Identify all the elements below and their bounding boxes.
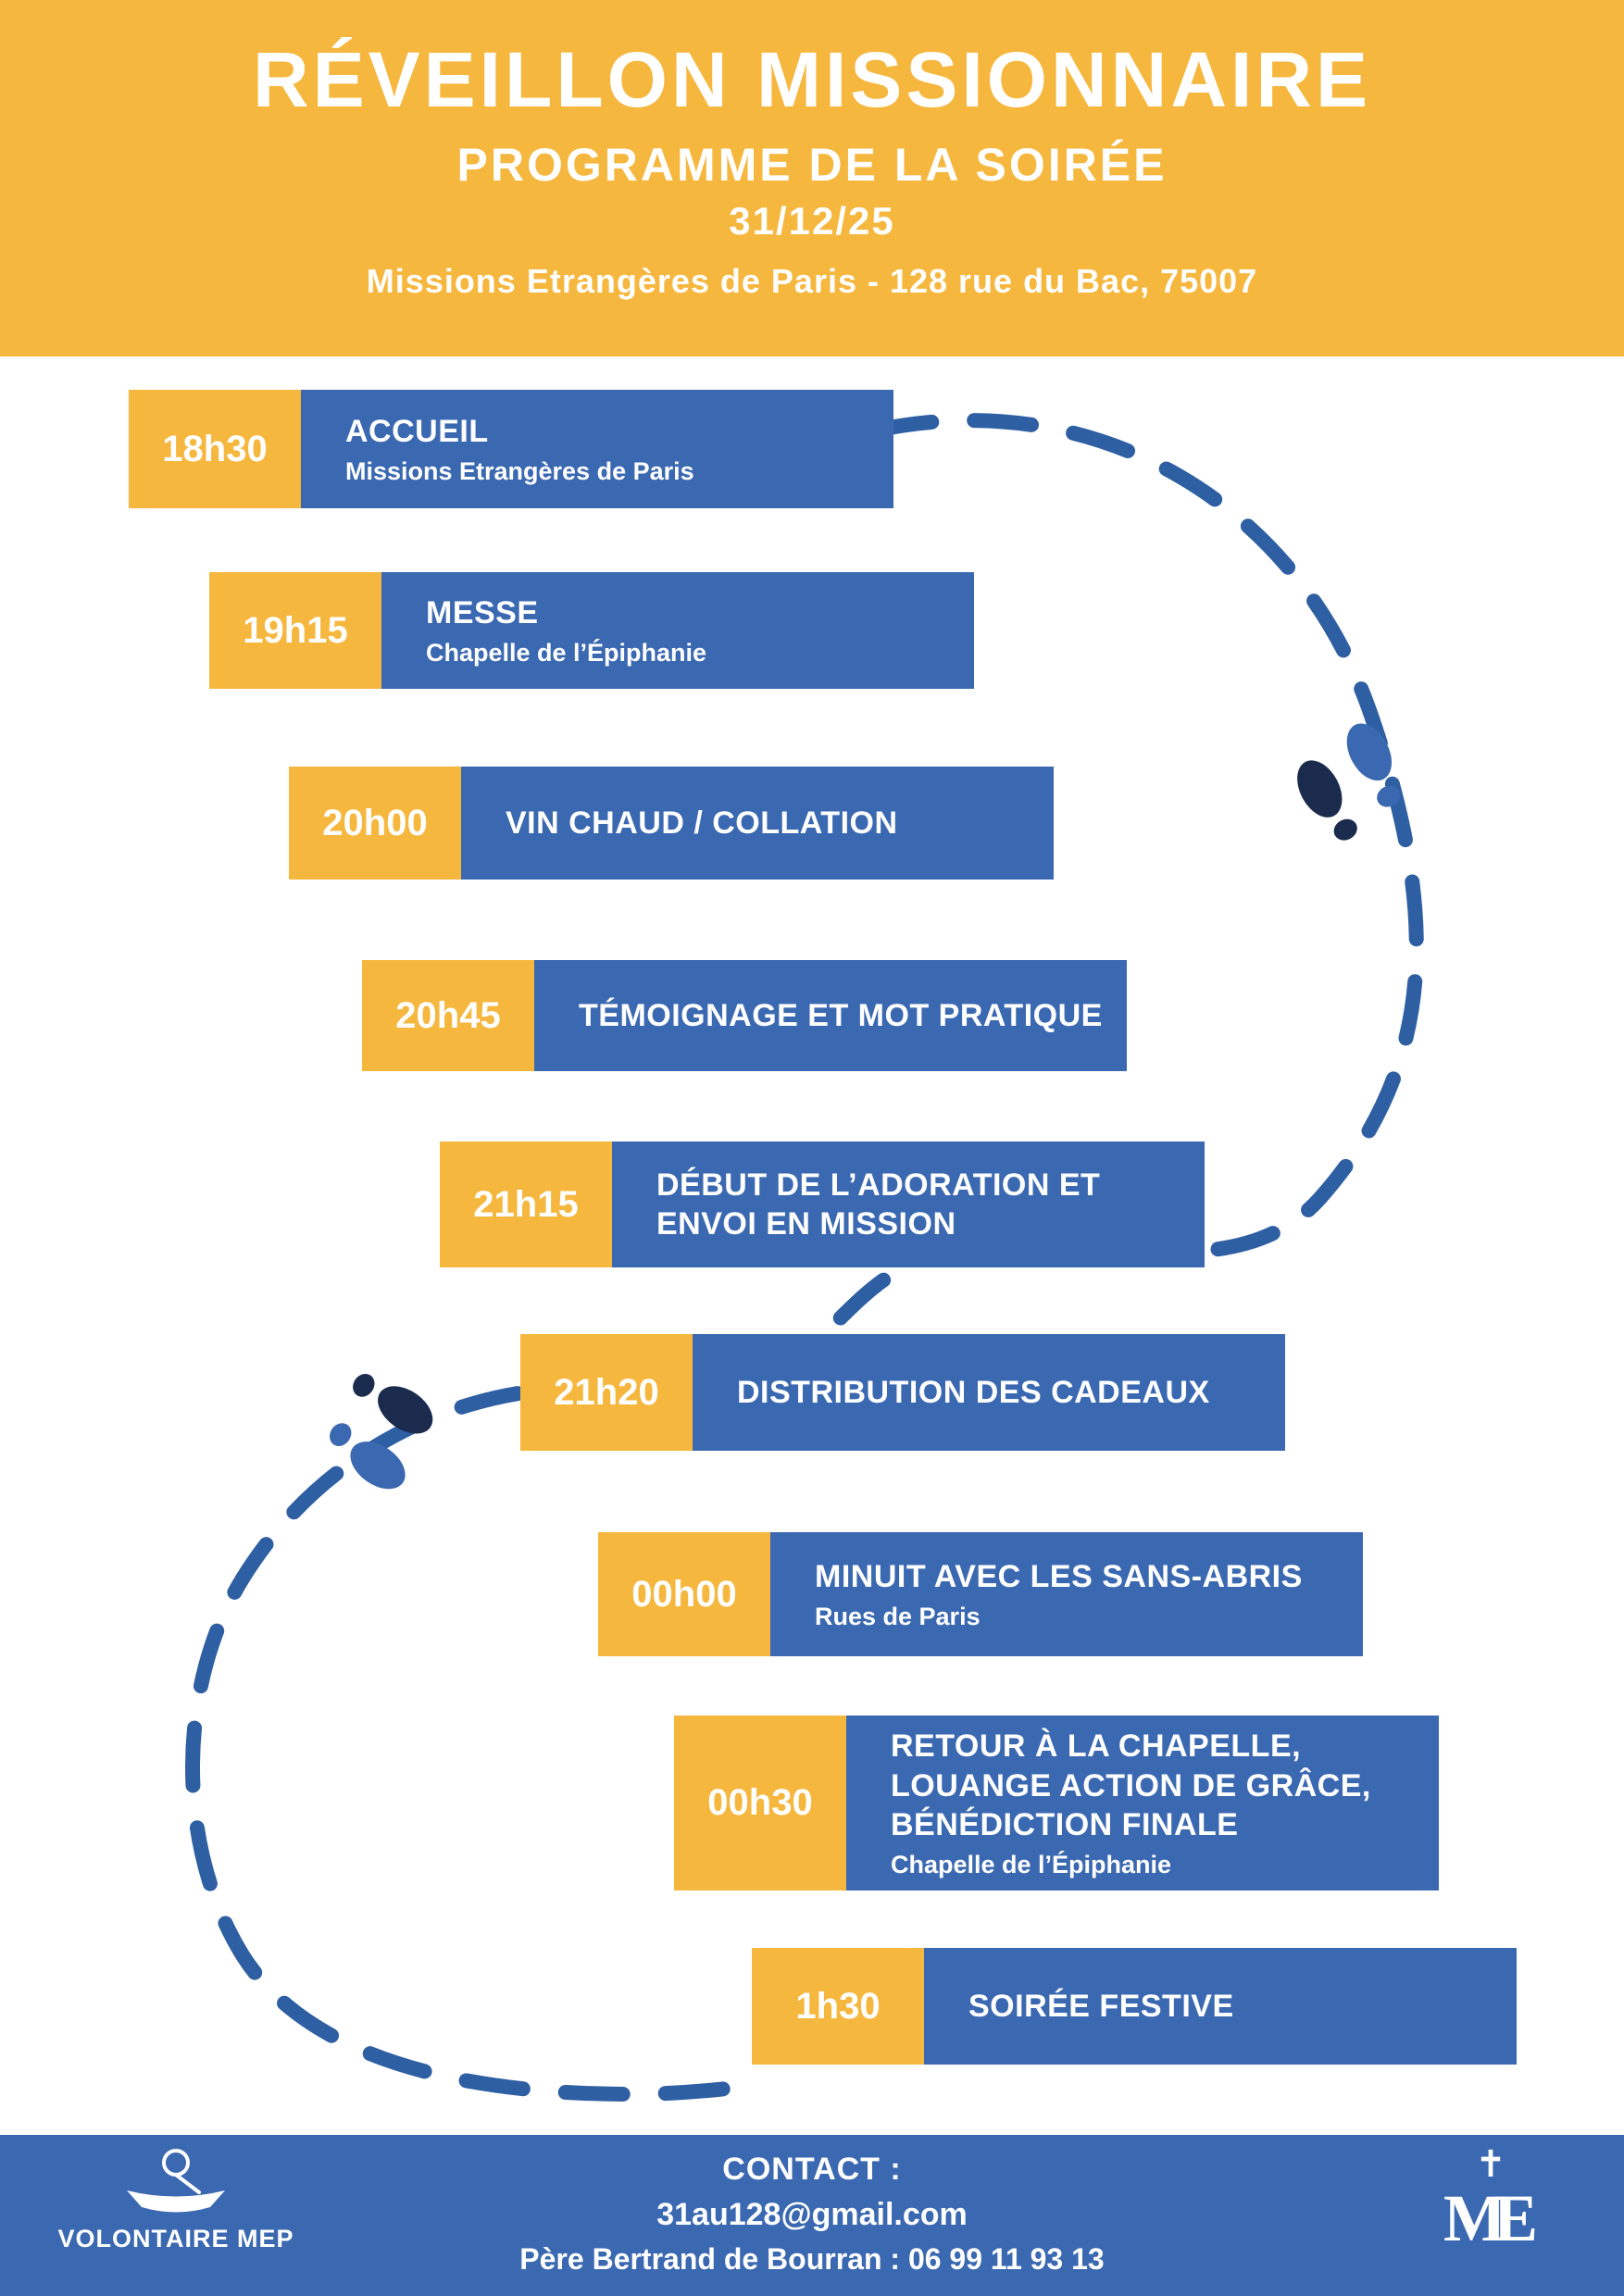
schedule-row: 21h20 DISTRIBUTION DES CADEAUX [520,1334,1285,1451]
schedule-time: 21h15 [440,1142,612,1267]
schedule-row: 21h15 DÉBUT DE L’ADORATION ET ENVOI EN M… [440,1142,1205,1267]
contact-block: CONTACT : 31au128@gmail.com Père Bertran… [0,2152,1624,2277]
schedule-row: 20h45 TÉMOIGNAGE ET MOT PRATIQUE [362,960,1127,1071]
schedule-title: ACCUEIL [345,414,489,450]
schedule-title: TÉMOIGNAGE ET MOT PRATIQUE [579,997,1103,1033]
schedule-content: MESSE Chapelle de l’Épiphanie [381,572,974,689]
footprints-icon [330,1373,433,1490]
schedule-content: VIN CHAUD / COLLATION [461,767,1054,880]
mep-monogram-letters: ME [1443,2181,1538,2255]
schedule-subtitle: Chapelle de l’Épiphanie [891,1850,1172,1878]
contact-phone: Père Bertrand de Bourran : 06 99 11 93 1… [519,2242,1105,2276]
contact-label: CONTACT : [722,2152,902,2187]
schedule-row: 00h00 MINUIT AVEC LES SANS-ABRIS Rues de… [598,1532,1363,1656]
schedule-content: TÉMOIGNAGE ET MOT PRATIQUE [534,960,1127,1071]
schedule-title: MESSE [426,595,539,631]
schedule-content: SOIRÉE FESTIVE [924,1948,1517,2065]
schedule-subtitle: Missions Etrangères de Paris [345,456,694,485]
schedule-title: VIN CHAUD / COLLATION [506,805,898,841]
schedule-content: MINUIT AVEC LES SANS-ABRIS Rues de Paris [770,1532,1363,1656]
footer-band: VOLONTAIRE MEP CONTACT : 31au128@gmail.c… [0,2135,1624,2296]
volontaire-mep-label: VOLONTAIRE MEP [57,2225,294,2252]
schedule-time: 20h00 [289,767,461,880]
volontaire-mep-logo: VOLONTAIRE MEP [56,2144,296,2253]
schedule-time: 00h30 [674,1716,846,1890]
schedule-row: 1h30 SOIRÉE FESTIVE [752,1948,1517,2065]
event-location: Missions Etrangères de Paris - 128 rue d… [366,262,1258,300]
cross-icon: ✝ [1475,2144,1506,2185]
schedule-title: MINUIT AVEC LES SANS-ABRIS [815,1559,1303,1595]
schedule-content: DÉBUT DE L’ADORATION ET ENVOI EN MISSION [612,1142,1205,1267]
schedule-time: 21h20 [520,1334,693,1451]
schedule-title: DÉBUT DE L’ADORATION ET ENVOI EN MISSION [656,1167,1101,1242]
schedule-row: 00h30 RETOUR À LA CHAPELLE, LOUANGE ACTI… [674,1716,1439,1890]
header-band: RÉVEILLON MISSIONNAIRE PROGRAMME DE LA S… [0,0,1624,356]
footprints-icon [1297,723,1401,841]
schedule-title: RETOUR À LA CHAPELLE, LOUANGE ACTION DE … [891,1728,1371,1842]
contact-email: 31au128@gmail.com [656,2197,968,2232]
schedule-time: 1h30 [752,1948,924,2065]
schedule-row: 19h15 MESSE Chapelle de l’Épiphanie [209,572,974,689]
mep-monogram-icon: ✝ ME [1417,2146,1565,2252]
schedule-content: DISTRIBUTION DES CADEAUX [693,1334,1285,1451]
schedule-time: 20h45 [362,960,534,1071]
schedule-time: 18h30 [129,390,301,508]
schedule-content: RETOUR À LA CHAPELLE, LOUANGE ACTION DE … [846,1716,1439,1890]
boat-logo-icon [127,2149,225,2213]
schedule-subtitle: Rues de Paris [815,1602,981,1630]
poster-subtitle: PROGRAMME DE LA SOIRÉE [456,139,1168,191]
schedule-content: ACCUEIL Missions Etrangères de Paris [301,390,893,508]
schedule-time: 19h15 [209,572,381,689]
poster-title: RÉVEILLON MISSIONNAIRE [252,36,1372,123]
schedule-title: DISTRIBUTION DES CADEAUX [737,1374,1210,1410]
schedule-time: 00h00 [598,1532,770,1656]
schedule-row: 18h30 ACCUEIL Missions Etrangères de Par… [129,390,893,508]
event-date: 31/12/25 [729,199,895,243]
schedule-subtitle: Chapelle de l’Épiphanie [426,638,707,667]
schedule-title: SOIRÉE FESTIVE [968,1988,1234,2024]
schedule-row: 20h00 VIN CHAUD / COLLATION [289,767,1054,880]
